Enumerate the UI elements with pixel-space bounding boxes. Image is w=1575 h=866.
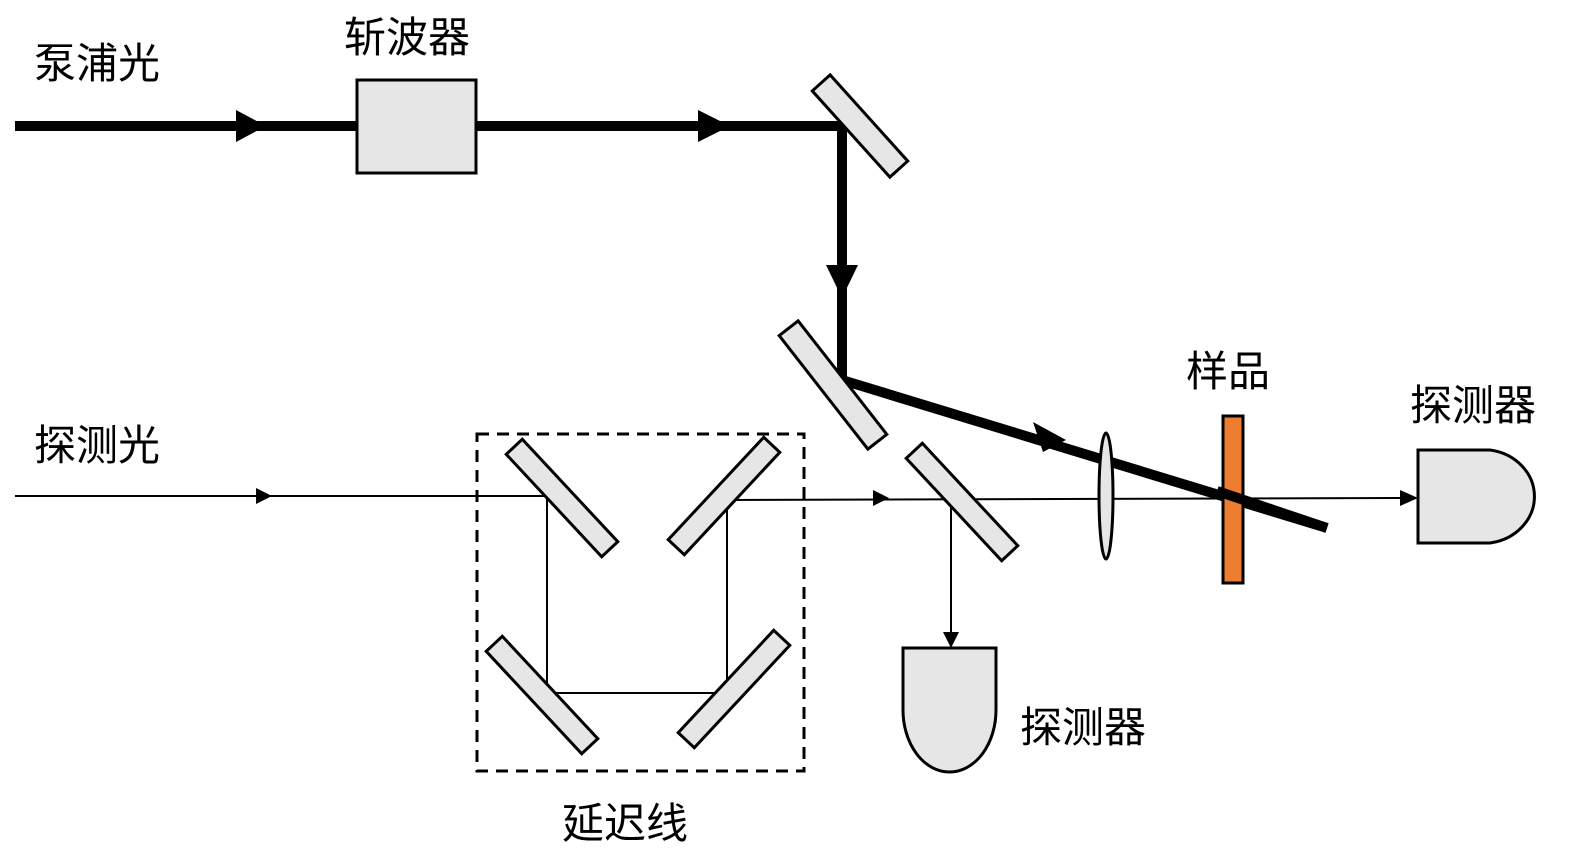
pump-beam-over-sample	[1215, 486, 1329, 533]
probe-arrow-detector	[1400, 490, 1418, 506]
chopper-box	[355, 78, 478, 175]
delay-line-label: 延迟线	[562, 799, 688, 848]
detector-right-label: 探测器	[1410, 381, 1536, 430]
detector-right	[1416, 448, 1536, 545]
detector-bottom-label: 探测器	[1020, 703, 1146, 752]
pump-beam	[15, 110, 1329, 533]
pump-arrow-down	[826, 265, 858, 298]
focusing-lens	[1097, 431, 1115, 561]
probe-arrow-down	[943, 632, 959, 648]
delay-line-box	[475, 432, 806, 773]
pump-light-label: 泵浦光	[34, 39, 160, 88]
pump-arrow-1	[236, 110, 266, 142]
sample-label: 样品	[1186, 347, 1270, 396]
chopper-label: 斩波器	[344, 13, 470, 62]
delay-mirror-bottom-left	[484, 634, 600, 756]
pump-mirror-bottom	[777, 318, 889, 452]
detector-bottom	[901, 646, 998, 774]
delay-mirror-bottom-right	[676, 628, 792, 750]
probe-beam-output	[726, 497, 1411, 501]
pump-arrow-diagonal	[1033, 422, 1066, 452]
probe-arrow-2	[873, 490, 889, 506]
beam-splitter	[904, 441, 1020, 563]
probe-light-label: 探测光	[34, 421, 160, 470]
delay-mirror-top-right	[666, 435, 782, 557]
pump-arrow-2	[698, 110, 730, 142]
probe-beam	[15, 488, 1418, 694]
delay-mirror-top-left	[504, 437, 620, 559]
pump-mirror-top	[810, 72, 910, 180]
probe-arrow-1	[256, 488, 272, 504]
